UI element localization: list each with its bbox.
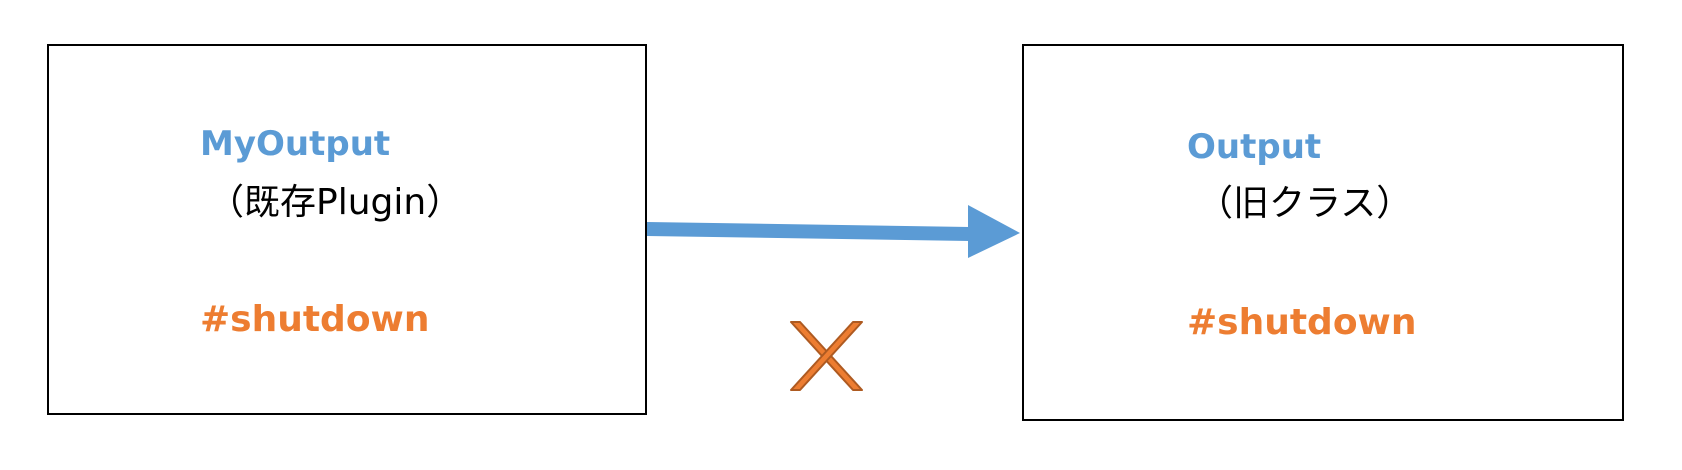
- arrow-shaft: [647, 222, 970, 241]
- my-output-subtitle: （既存Plugin）: [208, 182, 463, 223]
- output-subtitle: （旧クラス）: [1197, 183, 1413, 224]
- my-output-shutdown-method: #shutdown: [200, 299, 430, 340]
- output-class-name: Output: [1187, 127, 1322, 167]
- arrow-head: [968, 205, 1020, 258]
- output-shutdown-method: #shutdown: [1187, 302, 1417, 343]
- output-box: [1022, 44, 1624, 421]
- my-output-class-name: MyOutput: [200, 124, 391, 164]
- cross-mark-icon: [790, 321, 863, 391]
- cross-stroke-a: [790, 321, 863, 391]
- cross-stroke-b: [790, 321, 863, 391]
- arrow-right-icon: [647, 205, 1020, 258]
- my-output-box: [47, 44, 647, 415]
